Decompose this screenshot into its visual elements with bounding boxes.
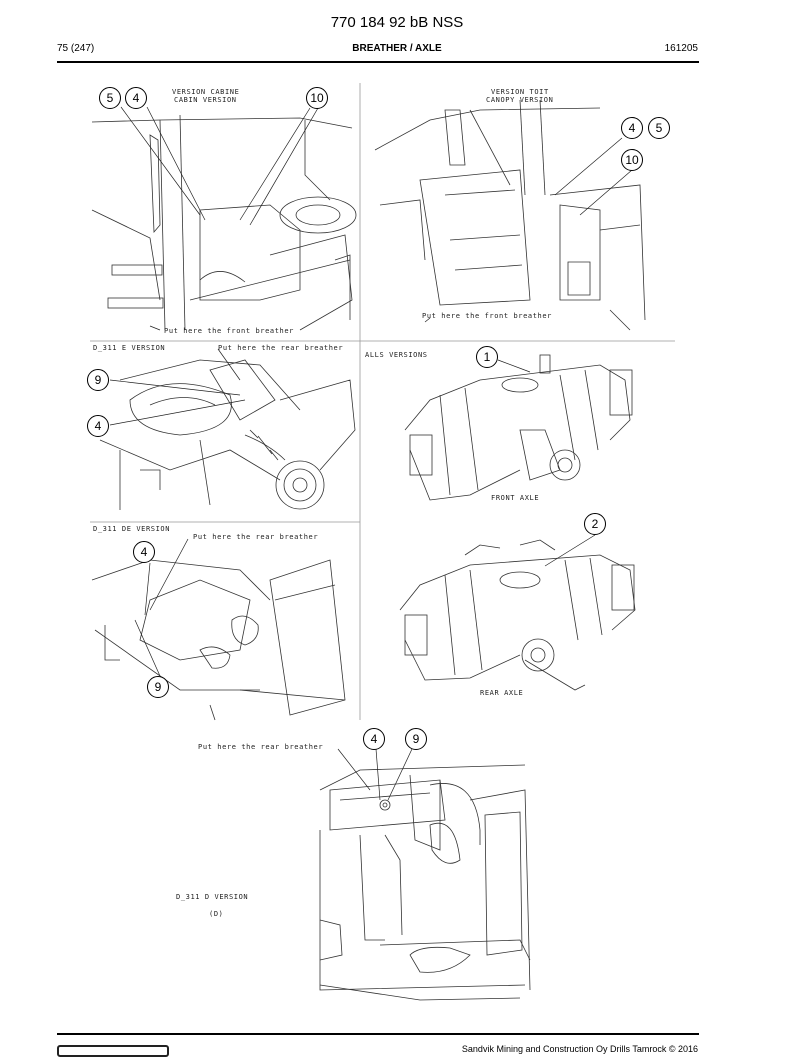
rear-axle-label: REAR AXLE [480, 689, 524, 697]
callout-2-rear-axle: 2 [584, 513, 606, 535]
revision-code: 161205 [664, 43, 698, 54]
front-axle-sketch [404, 354, 633, 501]
callout-5-cabin: 5 [99, 87, 121, 109]
canopy-version-sketch [374, 99, 646, 331]
d311de-version-label: D_311 DE VERSION [93, 525, 171, 533]
rear-breather-label-d311d: Put here the rear breather [198, 743, 324, 751]
alls-versions-label: ALLS VERSIONS [365, 351, 428, 359]
d311d-version-label: D_311 D VERSION [176, 893, 249, 901]
d311de-version-sketch [91, 559, 346, 721]
leader-lines [109, 106, 633, 801]
front-axle-label: FRONT AXLE [491, 494, 540, 502]
cabin-version-label: CABIN VERSION [174, 96, 237, 104]
document-number: 770 184 92 bB NSS [330, 14, 464, 31]
callout-4-d311d: 4 [363, 728, 385, 750]
page-number: 75 (247) [57, 43, 95, 54]
callout-9-d311e: 9 [87, 369, 109, 391]
callout-1-front-axle: 1 [476, 346, 498, 368]
version-cabine-label: VERSION CABINE [172, 88, 240, 96]
rear-breather-label-d311e: Put here the rear breather [218, 344, 344, 352]
rear-axle-sketch [399, 539, 636, 691]
callout-4-d311e: 4 [87, 415, 109, 437]
callout-4-d311de: 4 [133, 541, 155, 563]
section-title: BREATHER / AXLE [352, 43, 442, 54]
d311e-version-sketch [99, 359, 356, 510]
d311d-version-sketch [319, 764, 531, 1001]
panel-frames [90, 83, 675, 720]
callout-5-canopy: 5 [648, 117, 670, 139]
callout-9-d311d: 9 [405, 728, 427, 750]
version-toit-label: VERSION TOIT [491, 88, 549, 96]
footer-rule [57, 1033, 699, 1035]
callout-4-cabin: 4 [125, 87, 147, 109]
cabin-version-sketch [91, 114, 357, 331]
callout-4-canopy: 4 [621, 117, 643, 139]
d311d-sub-label: (D) [209, 910, 224, 918]
d311e-version-label: D_311 E VERSION [93, 344, 166, 352]
front-breather-label-cabin: Put here the front breather [164, 327, 294, 335]
header-rule [57, 61, 699, 63]
canopy-version-label: CANOPY VERSION [486, 96, 554, 104]
rear-breather-label-d311de: Put here the rear breather [193, 533, 319, 541]
callout-10-cabin: 10 [306, 87, 328, 109]
callout-10-canopy: 10 [621, 149, 643, 171]
copyright-notice: Sandvik Mining and Construction Oy Drill… [461, 1044, 698, 1054]
callout-9-d311de: 9 [147, 676, 169, 698]
sandvik-logo [57, 1045, 169, 1057]
front-breather-label-canopy: Put here the front breather [422, 312, 552, 320]
